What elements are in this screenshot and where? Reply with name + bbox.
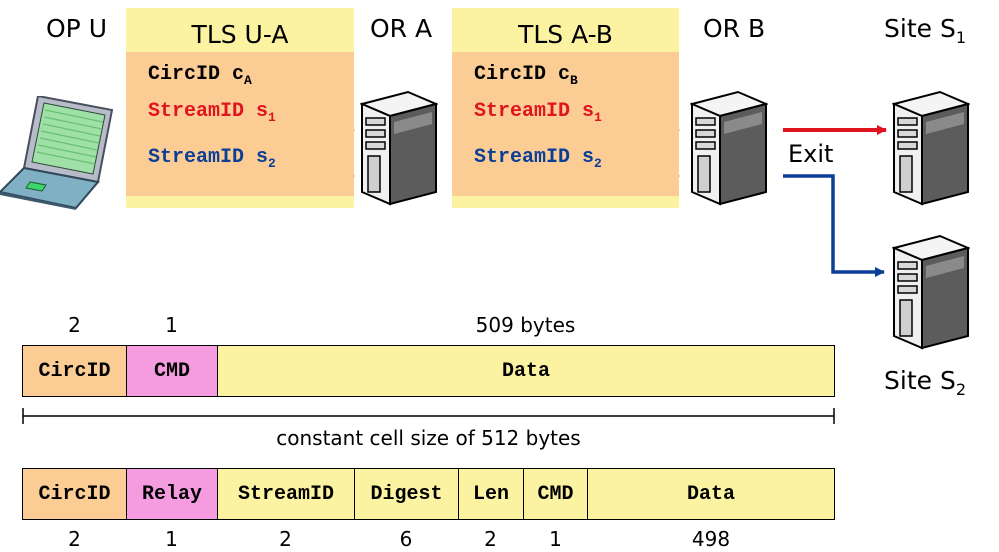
relay-field-data: Data bbox=[587, 468, 835, 520]
op-u-label: OP U bbox=[46, 14, 107, 43]
tls-ab-box: TLS A-B CircID cB StreamID s1 StreamID s… bbox=[452, 8, 679, 208]
relay-size-circid: 2 bbox=[68, 527, 81, 551]
tls-ab-circid: CircID cB bbox=[474, 63, 578, 88]
relay-size-streamid: 2 bbox=[279, 527, 292, 551]
control-field-data: Data bbox=[217, 345, 835, 397]
relay-field-streamid: StreamID bbox=[217, 468, 355, 520]
server-icon-site-s2 bbox=[892, 234, 970, 350]
tls-ab-stream2: StreamID s2 bbox=[474, 146, 602, 171]
tls-ab-title: TLS A-B bbox=[518, 20, 613, 49]
server-icon-or-b bbox=[690, 90, 768, 206]
laptop-icon bbox=[0, 96, 114, 210]
tls-ua-circid: CircID cA bbox=[148, 63, 252, 88]
tls-ua-stream2: StreamID s2 bbox=[148, 146, 276, 171]
server-icon-or-a bbox=[360, 90, 438, 206]
control-size-circid: 2 bbox=[68, 313, 81, 337]
relay-size-len: 2 bbox=[484, 527, 497, 551]
control-size-cmd: 1 bbox=[165, 313, 178, 337]
or-b-label: OR B bbox=[703, 14, 766, 43]
relay-field-cmd: CMD bbox=[522, 468, 589, 520]
relay-field-relay: Relay bbox=[125, 468, 219, 520]
or-a-label: OR A bbox=[370, 14, 433, 43]
site-s1-label: Site S1 bbox=[884, 14, 967, 47]
relay-field-digest: Digest bbox=[353, 468, 460, 520]
control-field-circid: CircID bbox=[22, 345, 127, 397]
relay-field-len: Len bbox=[458, 468, 524, 520]
control-size-data: 509 bytes bbox=[475, 313, 576, 337]
relay-size-cmd: 1 bbox=[549, 527, 562, 551]
exit-label: Exit bbox=[788, 140, 834, 168]
cell-size-caption: constant cell size of 512 bytes bbox=[276, 426, 581, 450]
control-field-cmd: CMD bbox=[125, 345, 219, 397]
tls-ua-stream1: StreamID s1 bbox=[148, 100, 276, 125]
server-icon-site-s1 bbox=[892, 90, 970, 206]
tls-ua-box: TLS U-A CircID cA StreamID s1 StreamID s… bbox=[126, 8, 354, 208]
stream2-arrow-exit bbox=[783, 174, 885, 277]
tls-ab-stream1: StreamID s1 bbox=[474, 100, 602, 125]
relay-size-data: 498 bbox=[691, 527, 731, 551]
tls-ua-title: TLS U-A bbox=[191, 20, 289, 49]
relay-size-digest: 6 bbox=[399, 527, 413, 551]
relay-field-circid: CircID bbox=[22, 468, 127, 520]
site-s2-label: Site S2 bbox=[884, 366, 967, 399]
relay-size-relay: 1 bbox=[165, 527, 178, 551]
